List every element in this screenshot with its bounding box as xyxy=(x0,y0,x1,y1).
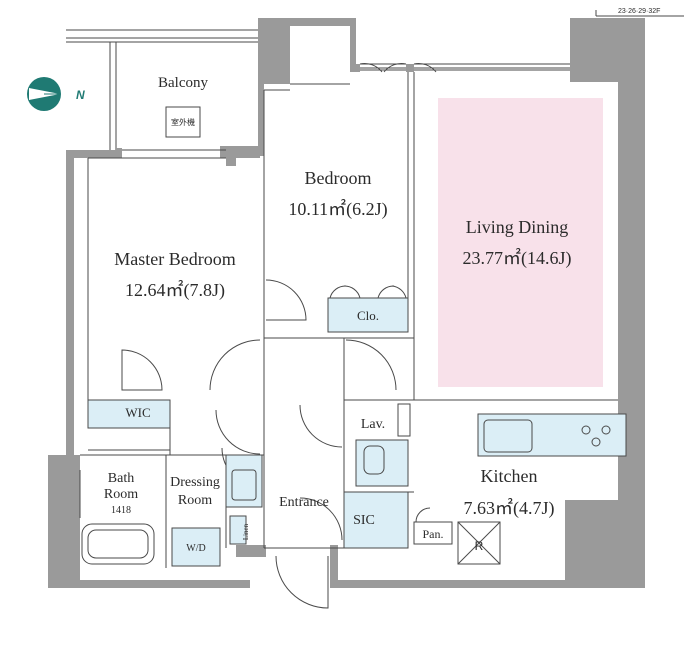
bedroom-area: 10.11㎡(6.2J) xyxy=(288,198,387,220)
balcony-label: Balcony xyxy=(158,75,208,91)
kitchen-name: Kitchen xyxy=(481,466,538,486)
lav-label: Lav. xyxy=(361,417,385,432)
walls xyxy=(48,18,645,588)
bedroom-name: Bedroom xyxy=(305,168,372,188)
dressing-basin xyxy=(231,469,257,501)
bath-room-line1: Bath xyxy=(108,471,134,486)
balcony-railing xyxy=(66,29,261,150)
master-bedroom-area: 12.64㎡(7.8J) xyxy=(125,279,225,301)
kitchen-sink xyxy=(483,419,533,453)
linen-cabinet xyxy=(229,515,247,545)
pantry-label: Pan. xyxy=(423,527,444,541)
outdoor-unit-box xyxy=(165,106,201,138)
plan-code: 23·26·29·32F xyxy=(618,8,660,15)
sic-label: SIC xyxy=(353,513,375,528)
refrigerator-label: R xyxy=(475,539,484,553)
living-dining-area: 23.77㎡(14.6J) xyxy=(463,247,572,269)
north-compass-icon xyxy=(27,77,61,111)
linen-label: Linen xyxy=(242,523,250,540)
wic-label: WIC xyxy=(125,405,150,420)
bath-room-size: 1418 xyxy=(111,505,131,516)
dressing-room-line2: Room xyxy=(178,493,212,508)
toilet-bowl xyxy=(363,445,385,475)
master-bedroom-name: Master Bedroom xyxy=(114,249,235,269)
closet-label: Clo. xyxy=(357,308,379,323)
stove-icon xyxy=(581,425,611,447)
lav-cabinet xyxy=(397,403,411,437)
bathtub xyxy=(81,523,155,565)
wic-shelf xyxy=(87,399,171,429)
north-label: N xyxy=(76,88,85,102)
entrance-label: Entrance xyxy=(279,495,329,510)
washer-dryer-label: W/D xyxy=(186,543,205,554)
living-dining-name: Living Dining xyxy=(466,217,569,237)
washer-dryer xyxy=(171,527,221,567)
kitchen-area: 7.63㎡(4.7J) xyxy=(464,497,555,519)
dressing-room-line1: Dressing xyxy=(170,475,220,490)
dressing-counter xyxy=(225,454,263,508)
outdoor-unit-label: 室外機 xyxy=(171,117,195,127)
living-dining-highlight xyxy=(438,98,603,387)
bath-room-line2: Room xyxy=(104,487,138,502)
bathtub-inner xyxy=(87,529,149,559)
partitions xyxy=(80,69,618,568)
